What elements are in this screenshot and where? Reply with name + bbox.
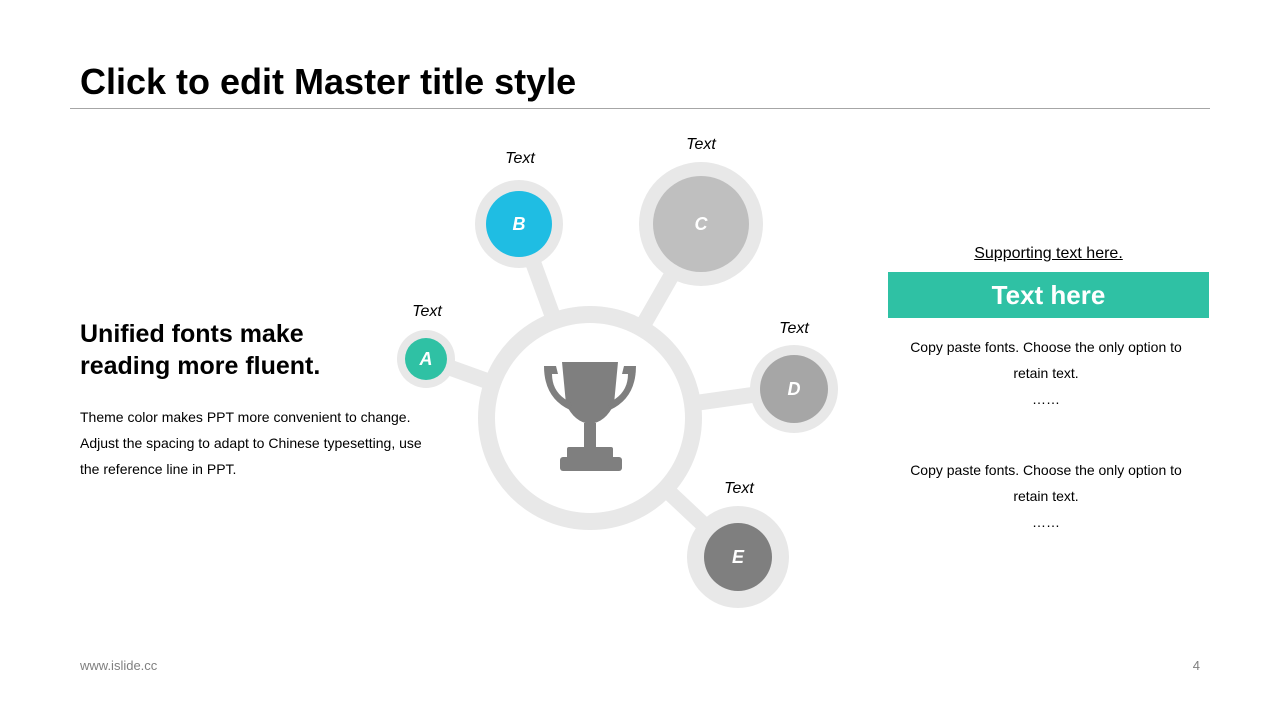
node-b[interactable]: [486, 191, 552, 257]
node-d-label: Text: [779, 320, 809, 337]
left-heading: Unified fonts make reading more fluent.: [80, 318, 400, 382]
trophy-icon: [544, 362, 636, 471]
para1-line-1: Copy paste fonts. Choose the only option…: [910, 339, 1182, 355]
footer-url: www.islide.cc: [80, 658, 158, 673]
node-a-label: Text: [412, 303, 442, 320]
node-e[interactable]: [704, 523, 772, 591]
node-c-label: Text: [686, 136, 716, 153]
node-d-letter: D: [788, 379, 801, 399]
left-body-line-2: Adjust the spacing to adapt to Chinese t…: [80, 435, 422, 451]
page-number: 4: [1192, 658, 1200, 673]
text-here-banner: Text here: [888, 272, 1209, 318]
left-body-text: Theme color makes PPT more convenient to…: [80, 404, 438, 482]
node-a[interactable]: [405, 338, 447, 380]
supporting-text: Supporting text here.: [974, 245, 1123, 262]
para2-line-3: ……: [1032, 514, 1060, 530]
left-heading-line-1: Unified fonts make: [80, 320, 304, 348]
node-e-letter: E: [732, 547, 745, 567]
node-a-letter: A: [419, 349, 433, 369]
left-body-line-3: the reference line in PPT.: [80, 461, 237, 477]
title-divider: [70, 108, 1210, 109]
para1-line-3: ……: [1032, 391, 1060, 407]
right-paragraph-2: Copy paste fonts. Choose the only option…: [888, 457, 1204, 535]
node-c-letter: C: [695, 214, 709, 234]
node-c[interactable]: [653, 176, 749, 272]
node-b-letter: B: [513, 214, 526, 234]
node-d[interactable]: [760, 355, 828, 423]
left-body-line-1: Theme color makes PPT more convenient to…: [80, 409, 411, 425]
para2-line-2: retain text.: [1013, 488, 1079, 504]
para1-line-2: retain text.: [1013, 365, 1079, 381]
right-paragraph-1: Copy paste fonts. Choose the only option…: [888, 334, 1204, 412]
node-b-label: Text: [505, 150, 535, 167]
slide-title: Click to edit Master title style: [80, 61, 577, 102]
node-e-label: Text: [724, 480, 754, 497]
para2-line-1: Copy paste fonts. Choose the only option…: [910, 462, 1182, 478]
left-heading-line-2: reading more fluent.: [80, 352, 321, 380]
